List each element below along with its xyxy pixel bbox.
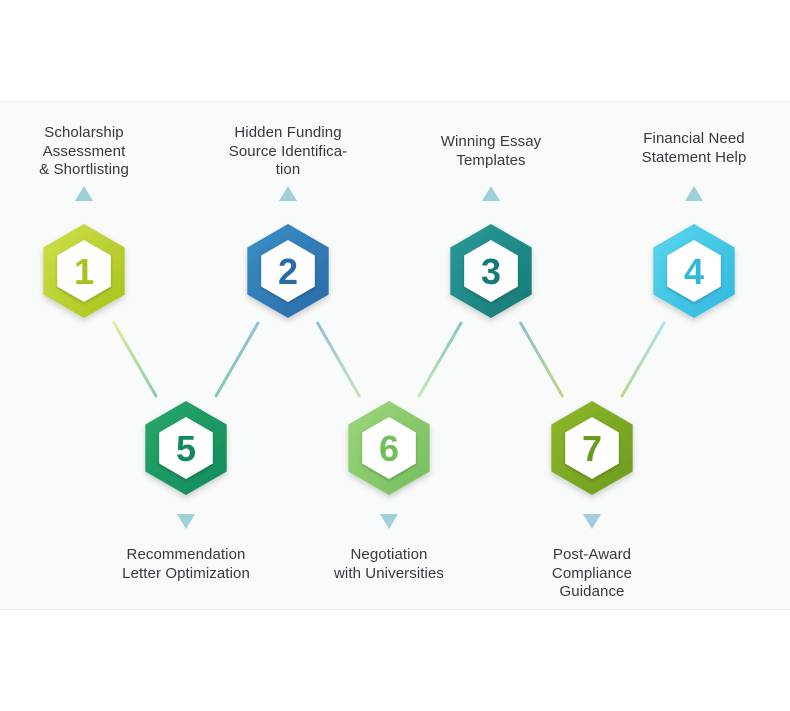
hexagon-inner: [57, 240, 111, 302]
connector-line: [519, 321, 564, 398]
step-6-hexagon: 6: [348, 401, 430, 495]
label-line: Recommendation: [126, 546, 246, 563]
label-line: Source Identifica-: [228, 142, 348, 160]
step-hexagons: 1 2 3 4 5 6 7: [43, 224, 735, 495]
label-line: Post-Award: [552, 546, 632, 563]
up-arrow-icon: [685, 186, 703, 201]
hexagon-inner: [261, 240, 315, 302]
hexagon-inner: [667, 240, 721, 302]
connector-lines: [112, 321, 666, 398]
label-line: Financial Need: [643, 130, 745, 147]
label-line: Scholarship: [44, 124, 124, 141]
up-arrow-icon: [279, 186, 297, 201]
step-5-number: 5: [176, 428, 196, 469]
label-line: Assessment: [42, 142, 126, 160]
label-line: Winning Essay: [440, 133, 542, 150]
label-line: Hidden Funding: [234, 124, 342, 141]
step-7-number: 7: [582, 428, 602, 469]
connector-line: [620, 321, 666, 398]
label-line: & Shortlisting: [39, 161, 129, 178]
hexagon-inner: [565, 417, 619, 479]
label-line: Templates: [456, 151, 526, 169]
direction-arrows: [75, 186, 703, 529]
label-line: with Universities: [333, 564, 445, 582]
label-line: Letter Optimization: [122, 564, 250, 582]
hexagon-inner: [464, 240, 518, 302]
step-4-hexagon: 4: [653, 224, 735, 318]
up-arrow-icon: [75, 186, 93, 201]
connector-line: [417, 321, 463, 398]
step-1-number: 1: [74, 251, 94, 292]
step-2-number: 2: [278, 251, 298, 292]
step-3-hexagon: 3: [450, 224, 532, 318]
connector-line: [214, 321, 260, 398]
label-line: Statement Help: [641, 148, 747, 166]
step-5-hexagon: 5: [145, 401, 227, 495]
label-line: Compliance: [551, 564, 633, 582]
label-line: Negotiation: [350, 546, 428, 563]
step-6-number: 6: [379, 428, 399, 469]
down-arrow-icon: [380, 514, 398, 529]
step-7-hexagon: 7: [551, 401, 633, 495]
connector-line: [316, 321, 361, 398]
connector-line: [112, 321, 158, 398]
hexagon-inner: [362, 417, 416, 479]
hexagon-inner: [159, 417, 213, 479]
label-line: tion: [275, 161, 301, 178]
step-4-number: 4: [684, 251, 704, 292]
step-3-number: 3: [481, 251, 501, 292]
step-1-hexagon: 1: [43, 224, 125, 318]
down-arrow-icon: [177, 514, 195, 529]
step-2-hexagon: 2: [247, 224, 329, 318]
up-arrow-icon: [482, 186, 500, 201]
down-arrow-icon: [583, 514, 601, 529]
label-line: Guidance: [559, 583, 625, 600]
